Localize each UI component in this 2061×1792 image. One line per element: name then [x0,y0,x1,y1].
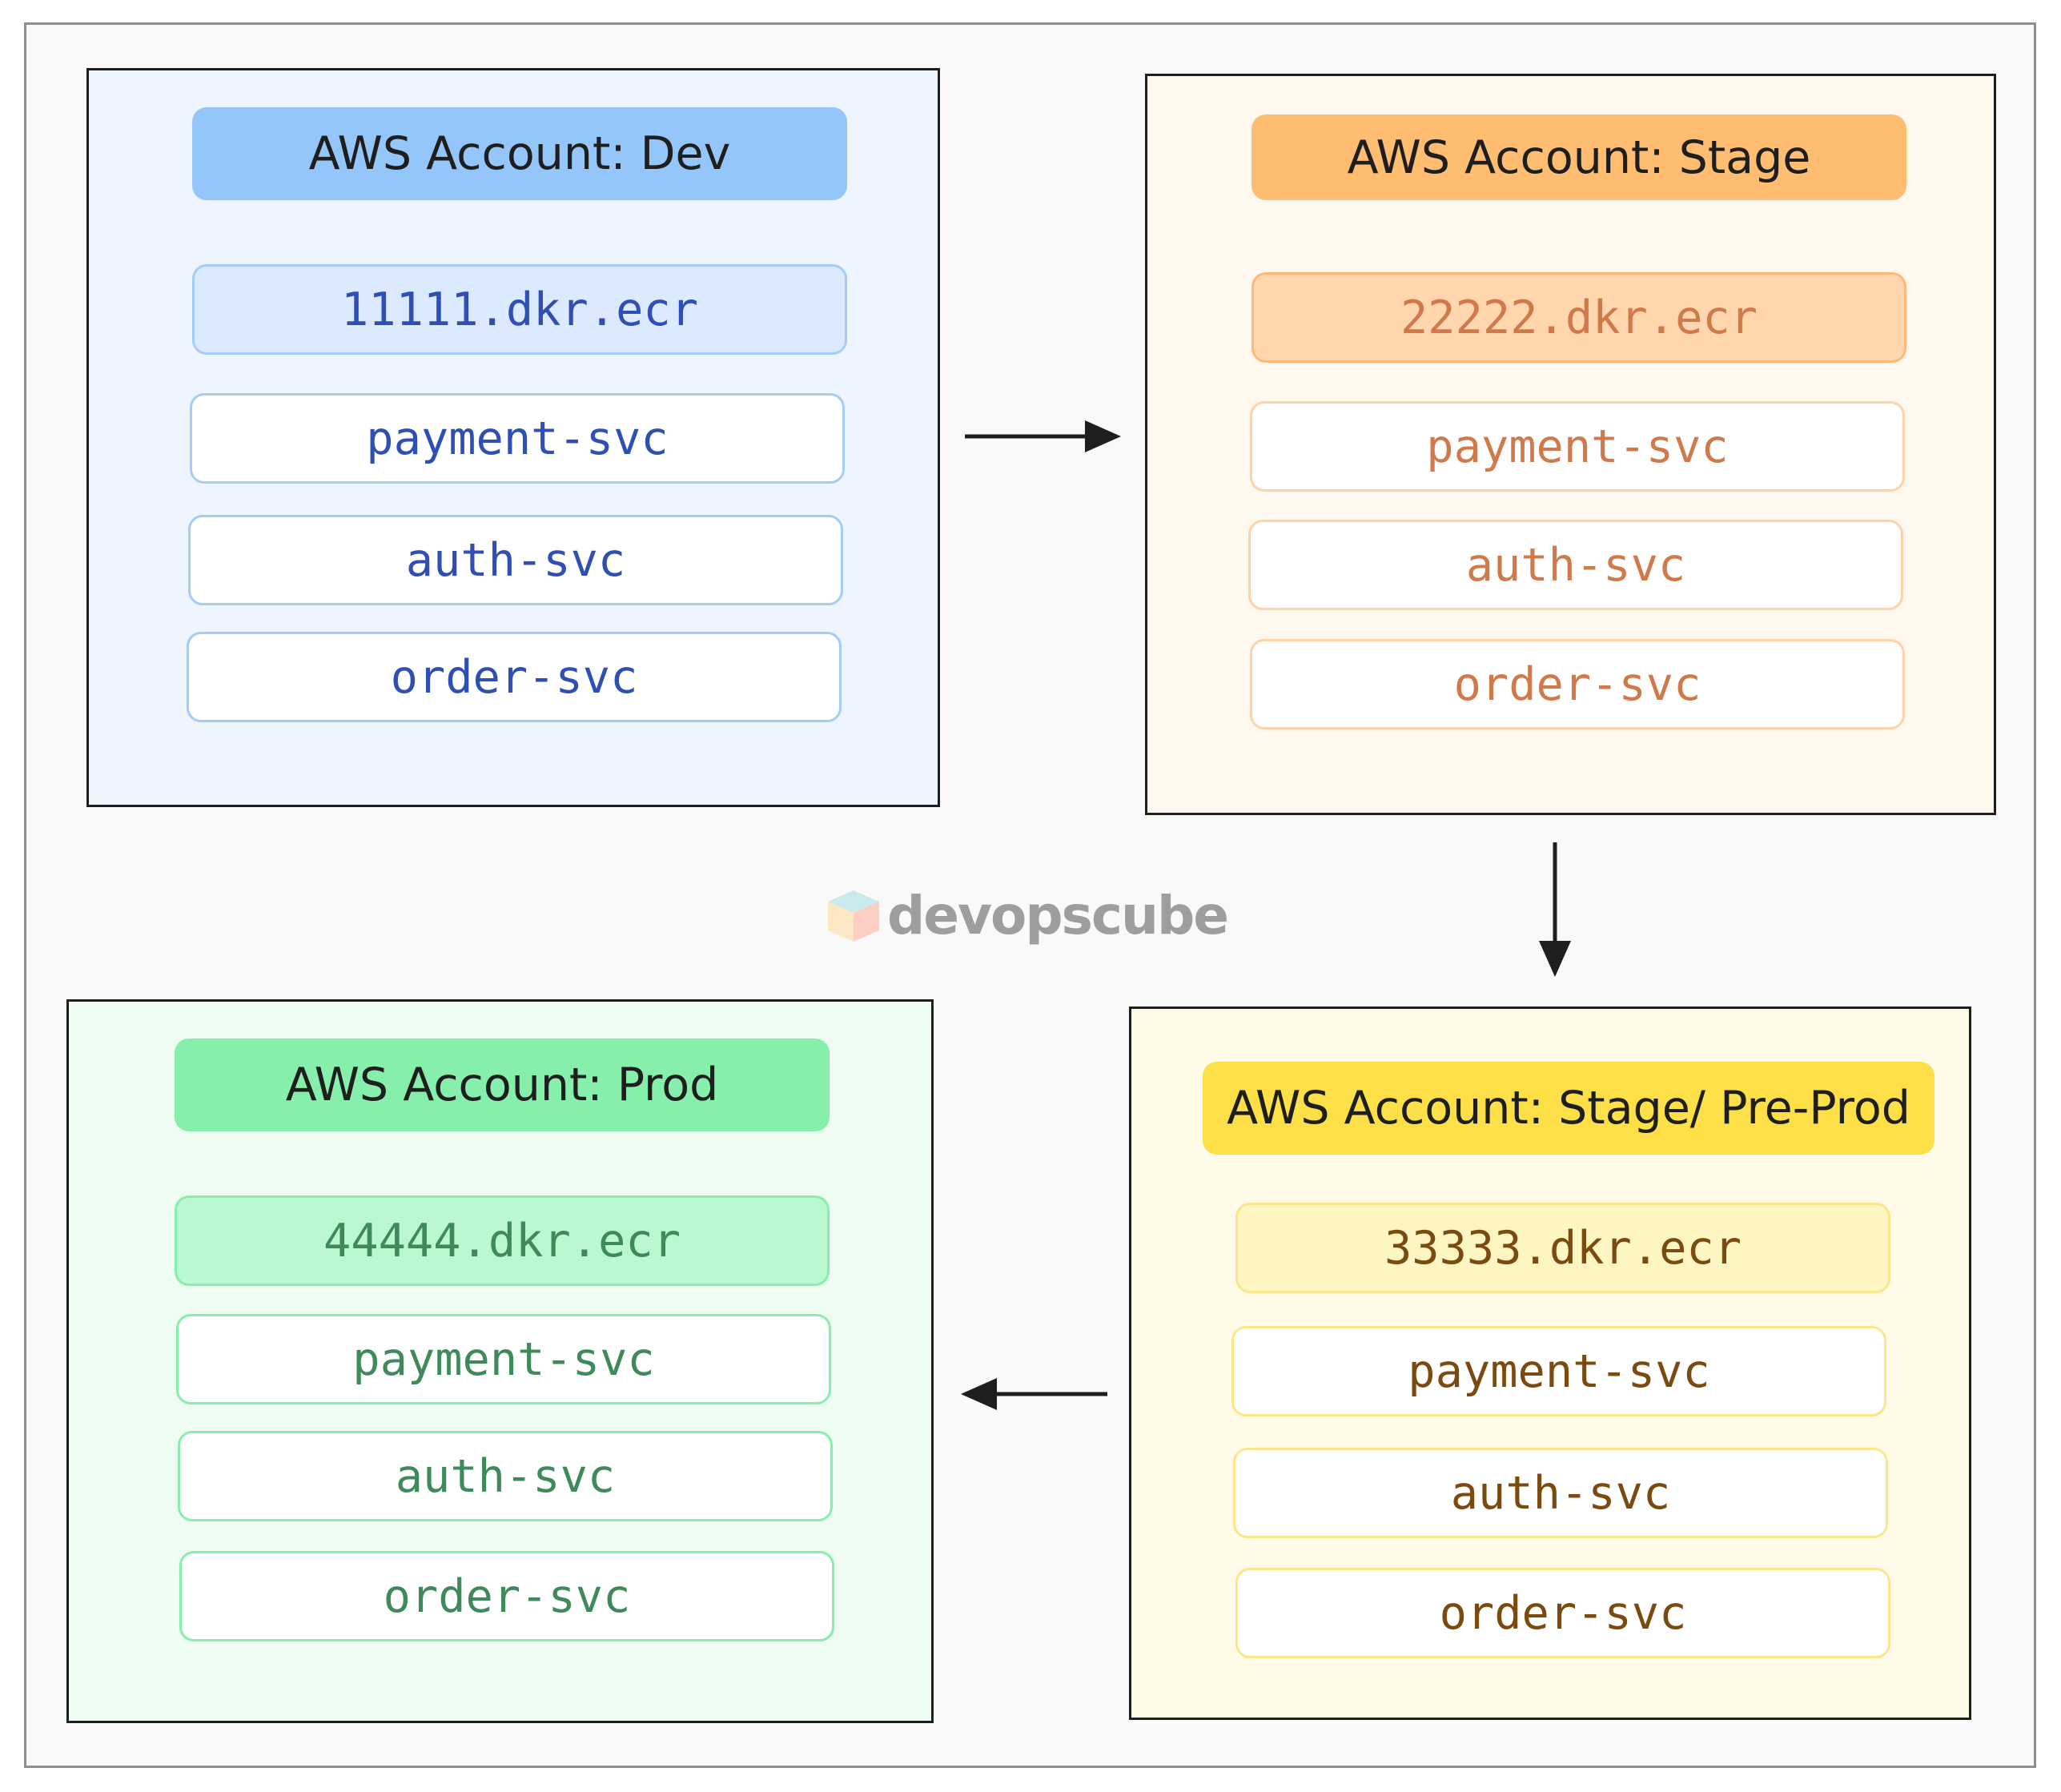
registry-dev: 11111.dkr.ecr [192,264,847,355]
watermark-text: devopscube [887,885,1229,946]
devopscube-logo: devopscube [825,885,1229,946]
service-preprod-auth: auth-svc [1233,1448,1888,1538]
account-preprod-title: AWS Account: Stage/ Pre-Prod [1203,1062,1934,1155]
service-preprod-payment: payment-svc [1231,1326,1886,1416]
account-stage-title: AWS Account: Stage [1251,115,1906,200]
service-dev-auth: auth-svc [188,515,843,605]
service-stage-auth: auth-svc [1248,520,1903,610]
service-stage-order: order-svc [1250,639,1905,729]
service-preprod-order: order-svc [1235,1568,1890,1658]
registry-prod: 44444.dkr.ecr [175,1195,830,1286]
account-dev-title: AWS Account: Dev [192,107,847,200]
service-stage-payment: payment-svc [1250,401,1905,492]
cube-icon [828,890,879,942]
service-dev-order: order-svc [187,632,842,722]
registry-preprod: 33333.dkr.ecr [1235,1203,1890,1293]
service-prod-auth: auth-svc [178,1431,833,1521]
service-prod-payment: payment-svc [176,1314,831,1404]
service-prod-order: order-svc [179,1551,834,1641]
service-dev-payment: payment-svc [190,393,845,484]
registry-stage: 22222.dkr.ecr [1251,272,1906,363]
account-prod-title: AWS Account: Prod [175,1039,830,1131]
